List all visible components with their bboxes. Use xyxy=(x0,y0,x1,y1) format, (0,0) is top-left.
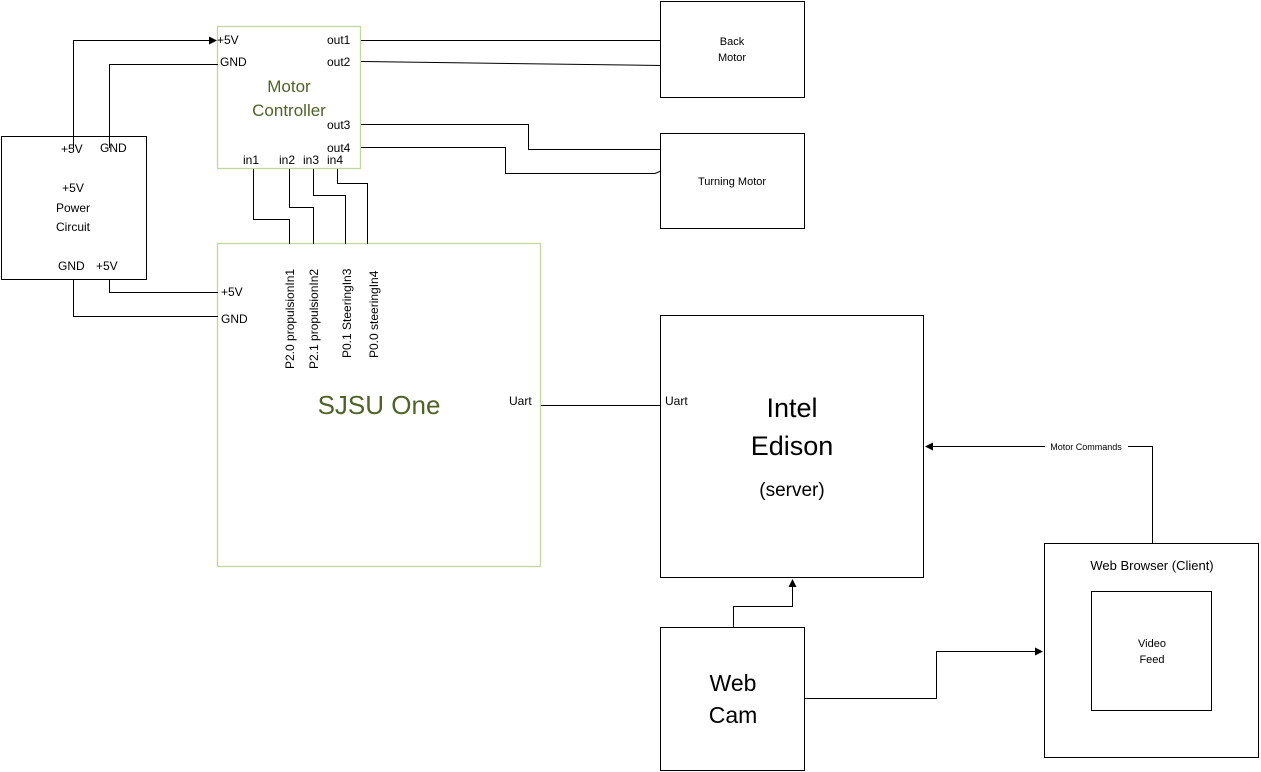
power-top-gnd-label: GND xyxy=(100,141,127,155)
out2-pin-label: out2 xyxy=(327,55,351,69)
power-gnd-to-sjsu-wire xyxy=(73,280,218,317)
controller-title-line1: Motor xyxy=(267,77,311,96)
controller-title-line2: Controller xyxy=(252,101,326,120)
edison-title-line3: (server) xyxy=(759,480,824,501)
back-motor-box xyxy=(660,1,805,98)
turning-motor-label: Turning Motor xyxy=(698,176,766,188)
sjsu-one-title: SJSU One xyxy=(318,390,441,420)
in1-pin-label: in1 xyxy=(243,153,259,167)
in4-wire xyxy=(337,169,368,244)
webcam-label-line1: Web xyxy=(710,670,757,696)
power-title-line3: Circuit xyxy=(56,220,91,234)
in3-pin-label: in3 xyxy=(303,153,319,167)
back-motor-label-line2: Motor xyxy=(718,52,746,64)
out2-wire xyxy=(360,61,662,66)
sjsu-pin-p2-1: P2.1 propulsionIn2 xyxy=(307,269,321,369)
edison-uart-label: Uart xyxy=(665,394,688,408)
motor-commands-label-bg xyxy=(1045,441,1128,452)
in2-pin-label: in2 xyxy=(279,153,295,167)
video-feed-box xyxy=(1091,591,1212,711)
power-bottom-gnd-label: GND xyxy=(58,259,85,273)
sjsu-pin-p0-1: P0.1 SteeringIn3 xyxy=(340,268,354,358)
out3-wire xyxy=(361,124,661,150)
controller-5v-pin-label: +5V xyxy=(217,33,239,47)
sjsu-pin-p2-0: P2.0 propulsionIn1 xyxy=(283,269,297,369)
turning-motor-box xyxy=(660,133,805,229)
out4-wire xyxy=(361,147,662,174)
out1-pin-label: out1 xyxy=(327,33,351,47)
in2-wire xyxy=(289,169,314,244)
web-cam-box xyxy=(660,627,805,771)
power-top-5v-label: +5V xyxy=(61,142,83,156)
edison-title-line2: Edison xyxy=(751,431,834,461)
sjsu-5v-pin-label: +5V xyxy=(221,285,243,299)
webcam-to-browser-wire xyxy=(805,647,1043,699)
in1-wire xyxy=(253,169,290,244)
motor-commands-wire xyxy=(925,442,1153,544)
power-5v-to-controller-wire xyxy=(73,36,217,148)
power-bottom-5v-label: +5V xyxy=(96,259,118,273)
sjsu-uart-label: Uart xyxy=(509,394,532,408)
in3-wire xyxy=(313,169,346,244)
sjsu-one-box xyxy=(216,242,542,568)
video-feed-label-line1: Video xyxy=(1138,638,1166,650)
power-title-line2: Power xyxy=(56,201,90,215)
back-motor-label-line1: Back xyxy=(720,36,745,48)
webcam-to-edison-wire xyxy=(733,579,797,627)
motor-controller-box xyxy=(216,25,362,170)
edison-title-line1: Intel xyxy=(766,393,817,423)
in4-pin-label: in4 xyxy=(327,153,343,167)
intel-edison-box xyxy=(660,315,924,578)
controller-gnd-pin-label: GND xyxy=(220,55,247,69)
video-feed-label-line2: Feed xyxy=(1139,654,1164,666)
out4-pin-label: out4 xyxy=(327,141,351,155)
webcam-label-line2: Cam xyxy=(709,702,758,728)
web-browser-title: Web Browser (Client) xyxy=(1090,558,1213,573)
power-title-line1: +5V xyxy=(62,181,84,195)
power-5v-to-sjsu-wire xyxy=(109,280,218,293)
sjsu-pin-p0-0: P0.0 steeringIn4 xyxy=(367,270,381,358)
motor-commands-label: Motor Commands xyxy=(1050,442,1122,452)
sjsu-gnd-pin-label: GND xyxy=(221,312,248,326)
out3-pin-label: out3 xyxy=(327,118,351,132)
power-gnd-to-controller-wire xyxy=(109,64,218,148)
web-browser-box xyxy=(1044,543,1259,758)
